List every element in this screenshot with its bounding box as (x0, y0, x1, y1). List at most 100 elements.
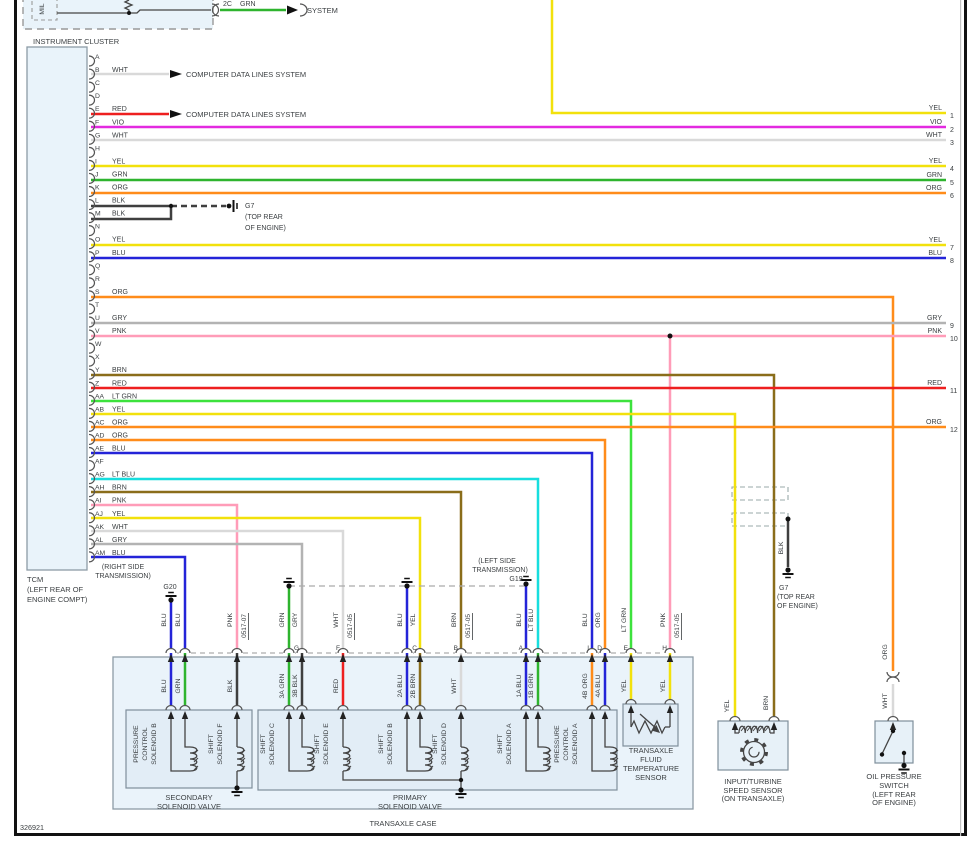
solenoid-name: SOLENOID E (323, 723, 330, 765)
coil-core-hatch (346, 765, 352, 771)
wire-color-inside: 2A BLU (397, 674, 404, 697)
tcm-pin-wire-color: ORG (112, 185, 128, 192)
tcm-box (26, 46, 88, 571)
connector-pin-letter: I (587, 645, 589, 652)
connector-bump-icon (337, 647, 349, 654)
tcm-pin-wire-color: YEL (112, 158, 125, 165)
coil-core-hatch (310, 765, 316, 771)
tcm-pin-letter: T (95, 302, 99, 309)
tcm-pin-wire-color: LT BLU (112, 472, 135, 479)
tcm-pin-wire-color: WHT (112, 132, 129, 139)
wire-arrow-icon (601, 654, 609, 662)
internal-wire (542, 746, 551, 772)
tcm-pin-wire-color: BLU (112, 446, 126, 453)
circuit-ref: 0517-05 (347, 614, 354, 638)
tcm-pin-wire-color: YEL (112, 237, 125, 244)
tcm-pin-letter: B (95, 67, 100, 74)
tcm-pin-letter: AM (95, 550, 106, 557)
tcm-pin-letter: AC (95, 419, 105, 426)
junction-dot (901, 750, 907, 756)
pin-bracket-icon (88, 159, 96, 171)
temp-sensor-label-2: FLUID (640, 755, 662, 764)
connector-bump-icon (283, 647, 295, 654)
wire-color-inside: 1B GRN (528, 673, 535, 698)
connector-bump-icon (625, 698, 637, 705)
tcm-pin-wire-color: RED (112, 106, 127, 113)
pin-bracket-icon (88, 342, 96, 354)
edge-wire-number: 4 (950, 166, 954, 173)
cluster-wire-color: GRN (240, 1, 256, 8)
wire-arrow-icon (522, 654, 530, 662)
edge-wire-number: 6 (950, 193, 954, 200)
tcm-pin-letter: G (95, 132, 100, 139)
connector-bump-icon (520, 647, 532, 654)
connector-icon (299, 3, 308, 17)
instrument-cluster-label: INSTRUMENT CLUSTER (33, 37, 120, 46)
solenoid-name: SHIFT (432, 734, 439, 754)
primary-valve-label-2: SOLENOID VALVE (378, 802, 442, 811)
junction-dot (458, 777, 464, 783)
tcm-pin-letter: O (95, 237, 100, 244)
wire-arrow-icon (339, 711, 347, 719)
pin-bracket-icon (88, 81, 96, 93)
connector-bump-icon (599, 647, 611, 654)
gear-teeth-icon (740, 738, 768, 766)
connector-bump-icon (887, 715, 899, 722)
tcm-pin-letter: S (95, 289, 100, 296)
wires (91, 0, 946, 716)
edge-wire-number: 9 (950, 323, 954, 330)
solenoid-name: SOLENOID B (151, 723, 158, 765)
wire-arrow-icon (285, 711, 293, 719)
wire-arrow-icon (403, 654, 411, 662)
coil-core-hatch (740, 725, 746, 732)
temp-sensor-label-3: TEMPERATURE (623, 764, 679, 773)
connector-bump-icon (165, 704, 177, 711)
solenoid-name: SOLENOID C (269, 723, 276, 765)
wire-yel (550, 0, 946, 115)
tcm-pin-wire-color: BLU (112, 550, 126, 557)
instrument-cluster-box (22, 0, 214, 30)
connector-icon (886, 676, 900, 683)
secondary-valve-label-2: SOLENOID VALVE (157, 802, 221, 811)
captions: INSTRUMENT CLUSTER MIL 2C GRN SYSTEM COM… (20, 1, 922, 832)
pin-bracket-icon (88, 486, 96, 498)
edge-wire-number: 10 (950, 336, 958, 343)
tcm-pin-wire-color: ORG (112, 289, 128, 296)
coil-core-hatch (428, 749, 434, 755)
wire-arrow-icon (339, 654, 347, 662)
internal-wire (406, 718, 425, 772)
connector-bump-icon (625, 647, 637, 654)
solenoid-name: SOLENOID A (572, 723, 579, 765)
pin-bracket-icon (88, 55, 96, 67)
wire-color-inside: RED (333, 679, 340, 693)
wire-color-outside: LT GRN (621, 608, 628, 632)
wire-blu (91, 555, 187, 649)
connector-pin-letter: E (624, 645, 629, 652)
wire-color-inside: 1A BLU (516, 674, 523, 697)
pin-bracket-icon (88, 473, 96, 485)
connector-bump-icon (586, 704, 598, 711)
coil-core-hatch (464, 765, 470, 771)
ground-dot (226, 203, 232, 209)
wire-arrow-icon (233, 654, 241, 662)
pin-bracket-icon (88, 459, 96, 472)
internal-wire (184, 718, 190, 748)
figure-number: 326921 (20, 823, 44, 832)
solenoid-name: SOLENOID D (441, 723, 448, 765)
g7-right-label-1: G7 (779, 585, 788, 592)
coil-core-hatch (193, 757, 199, 763)
wire-gry (91, 542, 304, 649)
wire-arrow-icon (731, 722, 739, 730)
tcm-label-2: (LEFT REAR OF (27, 585, 84, 594)
secondary-solenoid-valve-box (125, 709, 253, 789)
connector-bump-icon (455, 704, 467, 711)
wire-color-inside: YEL (621, 679, 628, 692)
internal-wire (301, 718, 307, 748)
tcm-pin-wire-color: BLK (112, 198, 126, 205)
gear-icon (742, 740, 766, 764)
coil-core-hatch (546, 749, 552, 755)
solenoid-name: SHIFT (497, 734, 504, 754)
wire-color-inside: BLU (161, 679, 168, 692)
